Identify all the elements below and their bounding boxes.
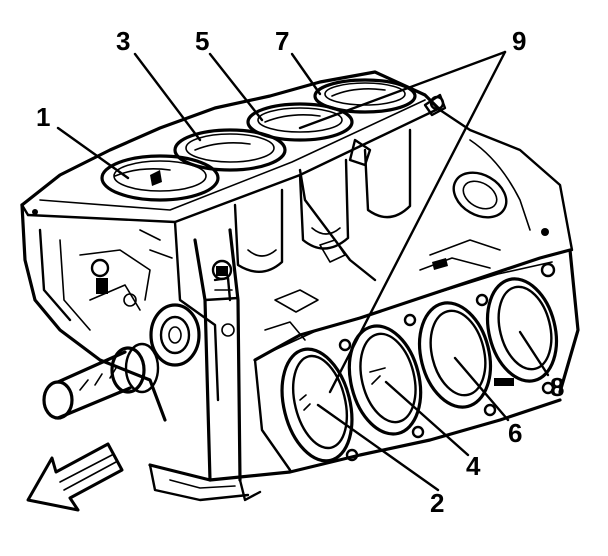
leader-4 bbox=[384, 380, 470, 457]
callout-8: 8 bbox=[550, 372, 564, 402]
callout-labels: 1 3 5 7 9 2 4 6 8 bbox=[36, 26, 564, 518]
cylinder-7-bore bbox=[313, 78, 417, 114]
cylinder-5-bore bbox=[246, 102, 354, 142]
callout-4: 4 bbox=[466, 451, 481, 481]
cylinder-4-bore bbox=[347, 324, 423, 436]
crankshaft-snout bbox=[42, 342, 160, 420]
leader-lines bbox=[56, 50, 550, 492]
cylinder-3-bore bbox=[173, 128, 287, 172]
callout-3: 3 bbox=[116, 26, 130, 56]
callout-9: 9 bbox=[512, 26, 526, 56]
front-direction-arrow-icon bbox=[26, 442, 124, 512]
leader-8 bbox=[518, 330, 550, 377]
engine-block-illustration bbox=[20, 70, 580, 502]
callout-7: 7 bbox=[275, 26, 289, 56]
cylinder-6-bore bbox=[418, 301, 492, 409]
leader-7 bbox=[290, 52, 322, 96]
cylinder-1-bore bbox=[100, 154, 220, 202]
leader-9a bbox=[298, 50, 507, 130]
cylinder-8-bore bbox=[485, 277, 559, 383]
callout-2: 2 bbox=[430, 488, 444, 518]
cylinder-2-bore bbox=[280, 347, 354, 463]
leader-1 bbox=[56, 126, 130, 180]
crankshaft-flange bbox=[149, 303, 201, 367]
leader-9b bbox=[328, 50, 507, 394]
callout-6: 6 bbox=[508, 418, 522, 448]
leader-2 bbox=[316, 403, 440, 492]
leader-3 bbox=[133, 52, 202, 142]
leader-6 bbox=[453, 356, 510, 422]
callout-5: 5 bbox=[195, 26, 209, 56]
callout-1: 1 bbox=[36, 102, 50, 132]
leader-5 bbox=[208, 52, 264, 122]
